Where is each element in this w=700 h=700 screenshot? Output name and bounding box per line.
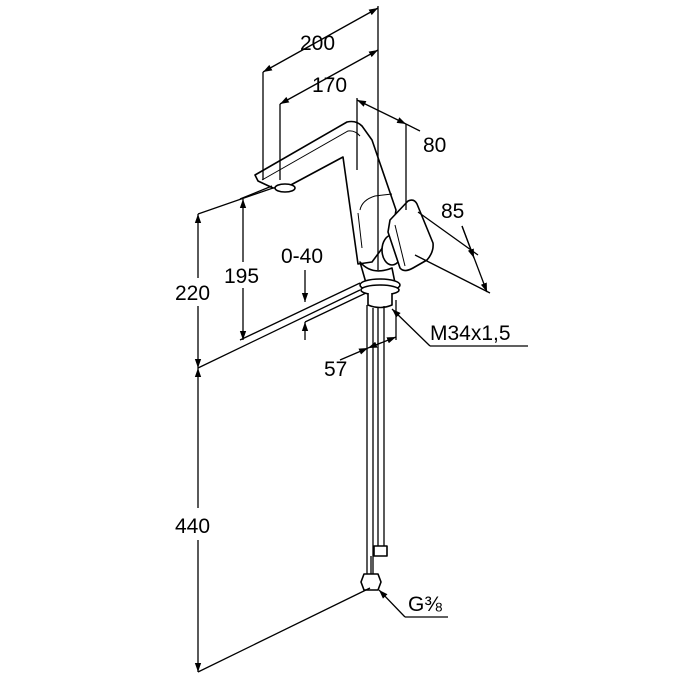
dim-label-440: 440: [175, 515, 210, 538]
dim-label-170: 170: [312, 74, 347, 97]
dimension-85: 85: [414, 200, 491, 294]
dimension-80: 80: [356, 98, 446, 210]
connection-callout: G⅜: [378, 589, 448, 618]
connection-label: G⅜: [408, 593, 442, 616]
dim-label-220: 220: [175, 282, 210, 305]
thread-callout: M34x1,5: [391, 308, 528, 347]
faucet-body: [254, 120, 397, 265]
dimension-220: 220: [175, 187, 361, 369]
dim-label-57: 57: [324, 358, 347, 381]
dim-label-200: 200: [300, 32, 335, 55]
dimension-440: 440: [175, 368, 371, 673]
dim-label-85: 85: [441, 200, 464, 223]
dimension-170: 170: [279, 49, 379, 180]
dimension-0-40: 0-40: [239, 245, 367, 341]
thread-label: M34x1,5: [430, 322, 511, 345]
dimension-57: 57: [324, 300, 397, 381]
dimension-195: 195: [224, 185, 273, 340]
lever-handle: [381, 199, 434, 272]
dim-label-0-40: 0-40: [281, 245, 323, 268]
dim-label-195: 195: [224, 265, 259, 288]
dim-label-80: 80: [423, 134, 446, 157]
